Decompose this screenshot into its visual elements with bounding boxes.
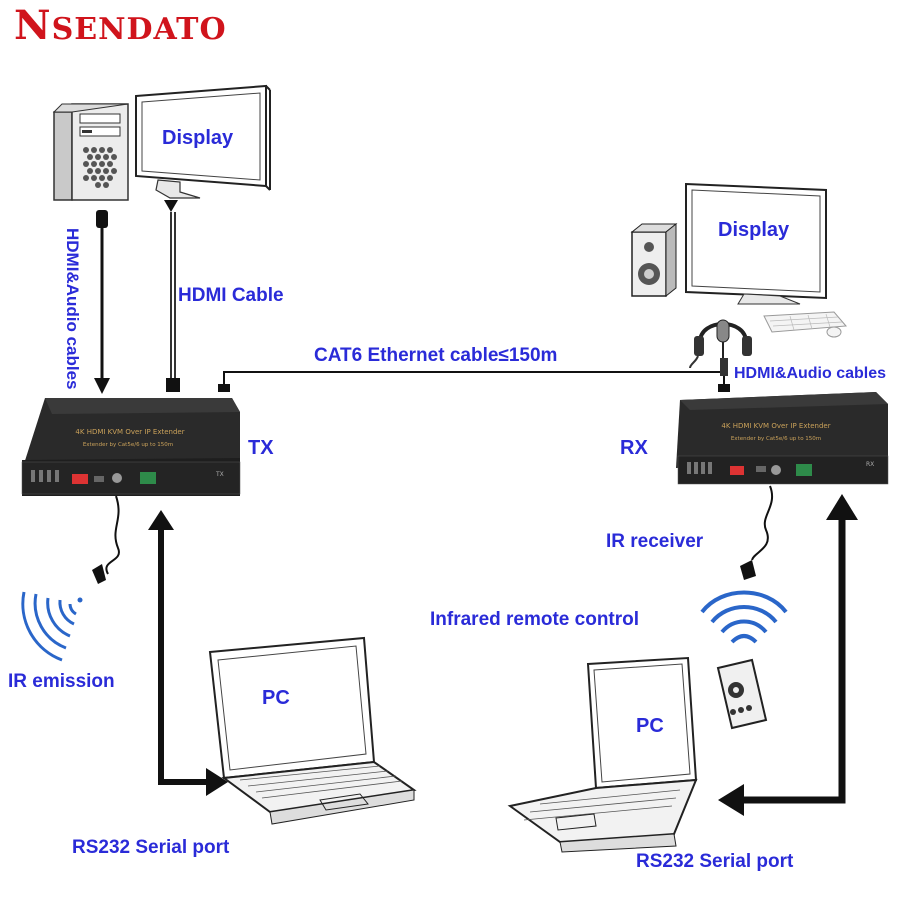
rx-device-box: 4K HDMI KVM Over IP Extender Extender by… bbox=[676, 392, 889, 485]
ir-emitter-cable bbox=[92, 495, 120, 584]
microphone-icon bbox=[716, 319, 730, 358]
rx-device-tag: RX bbox=[866, 461, 874, 468]
cat6-cable bbox=[218, 371, 730, 392]
tx-label: TX bbox=[248, 437, 274, 459]
infrared-remote-label: Infrared remote control bbox=[430, 609, 640, 630]
ir-receiver-label: IR receiver bbox=[606, 531, 704, 552]
mouse-icon bbox=[826, 326, 842, 338]
rs232-cable-rx bbox=[718, 494, 858, 816]
ir-emission-label: IR emission bbox=[8, 671, 115, 692]
rx-device-title: 4K HDMI KVM Over IP Extender bbox=[721, 422, 830, 430]
tx-device-box: 4K HDMI KVM Over IP Extender Extender by… bbox=[21, 398, 241, 496]
tx-device-tag: TX bbox=[215, 471, 224, 478]
rx-device-subtitle: Extender by Cat5e/6 up to 150m bbox=[731, 436, 821, 442]
laptop-icon bbox=[507, 656, 698, 853]
tx-device-subtitle: Extender by Cat5e/6 up to 150m bbox=[83, 442, 173, 448]
monitor-icon bbox=[685, 182, 827, 305]
computer-tower-icon bbox=[52, 103, 129, 201]
hdmi-audio-cable-rx bbox=[720, 358, 728, 376]
pc-label-rx: PC bbox=[636, 715, 664, 737]
hdmi-audio-cables-label-tx: HDMI&Audio cables bbox=[63, 228, 82, 390]
rs232-cable-tx bbox=[148, 510, 228, 796]
pc-label-tx: PC bbox=[262, 687, 290, 709]
laptop-icon bbox=[208, 636, 417, 825]
wifi-signal-icon bbox=[700, 590, 788, 644]
hdmi-audio-cable-tx bbox=[94, 210, 110, 394]
hdmi-cable-tx bbox=[164, 200, 180, 392]
rs232-label-tx: RS232 Serial port bbox=[72, 837, 230, 858]
hdmi-cable-label: HDMI Cable bbox=[178, 285, 284, 306]
tx-device-title: 4K HDMI KVM Over IP Extender bbox=[75, 428, 184, 436]
cat6-cable-label: CAT6 Ethernet cable≤150m bbox=[314, 345, 558, 366]
remote-control-icon bbox=[716, 658, 768, 730]
brand-logo: NSENDATO bbox=[14, 2, 227, 49]
monitor-icon bbox=[135, 84, 271, 199]
rx-label: RX bbox=[620, 437, 648, 459]
display-label-rx: Display bbox=[718, 219, 790, 241]
display-label-tx: Display bbox=[162, 127, 234, 149]
keyboard-icon bbox=[763, 311, 848, 333]
ir-wave-icon bbox=[21, 591, 83, 662]
rs232-label-rx: RS232 Serial port bbox=[636, 851, 794, 872]
ir-receiver-cable bbox=[740, 485, 773, 580]
hdmi-audio-cables-label-rx: HDMI&Audio cables bbox=[734, 365, 887, 382]
speaker-icon bbox=[630, 222, 678, 298]
